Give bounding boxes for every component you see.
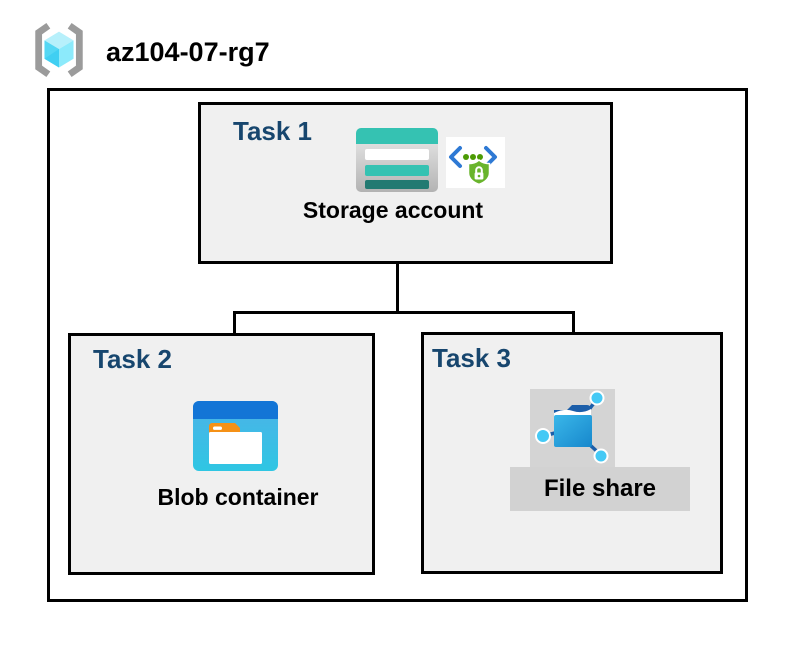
task2-label: Task 2 (93, 344, 173, 374)
resource-group-icon (28, 18, 90, 82)
task3-label: Task 3 (432, 343, 512, 373)
connector-branch-horizontal (233, 311, 575, 314)
task1-label: Task 1 (233, 116, 313, 146)
file-share-icon (530, 389, 615, 467)
secure-access-sas-icon (446, 137, 505, 188)
storage-account-label: Storage account (302, 197, 484, 223)
storage-account-icon (356, 128, 438, 192)
resource-group-name: az104-07-rg7 (106, 37, 270, 67)
connector-storage-stem (396, 236, 399, 313)
file-share-label: File share (543, 474, 657, 502)
blob-container-icon (193, 401, 278, 471)
blob-container-label: Blob container (157, 484, 319, 510)
file-share-label-band: File share (510, 467, 690, 511)
